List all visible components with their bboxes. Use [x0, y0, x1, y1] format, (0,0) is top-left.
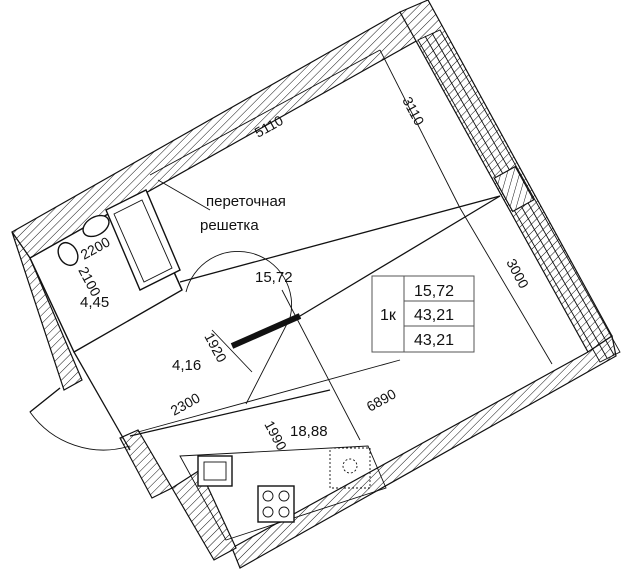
annotation-line-1: переточная	[206, 193, 286, 210]
toilet	[57, 214, 110, 267]
table-rooms-label: 1к	[380, 307, 397, 324]
bathtub	[105, 189, 181, 291]
living-area-label: 15,72	[255, 269, 293, 286]
table-living: 15,72	[414, 283, 454, 300]
doors	[29, 250, 293, 451]
dim-hall-width: 2300	[168, 389, 203, 418]
bathroom-area-label: 4,45	[80, 294, 109, 311]
dim-right-upper: 3110	[399, 94, 427, 128]
dim-hall-depth: 1920	[201, 330, 230, 365]
windows	[417, 29, 621, 363]
hall-area-label: 4,16	[172, 357, 201, 374]
dim-kitchen-depth: 1990	[261, 418, 290, 453]
dim-diagonal: 6890	[364, 385, 399, 414]
table-total: 43,21	[414, 307, 454, 324]
dim-right-lower: 3000	[503, 256, 532, 291]
annotation-line-2: решетка	[200, 217, 259, 234]
summary-table: 1к 15,72 43,21 43,21	[371, 275, 475, 353]
dimension-lines	[137, 49, 553, 441]
kitchen-fixtures	[197, 447, 371, 523]
table-total-balcony: 43,21	[414, 332, 454, 349]
kitchen-area-label: 18,88	[290, 423, 328, 440]
